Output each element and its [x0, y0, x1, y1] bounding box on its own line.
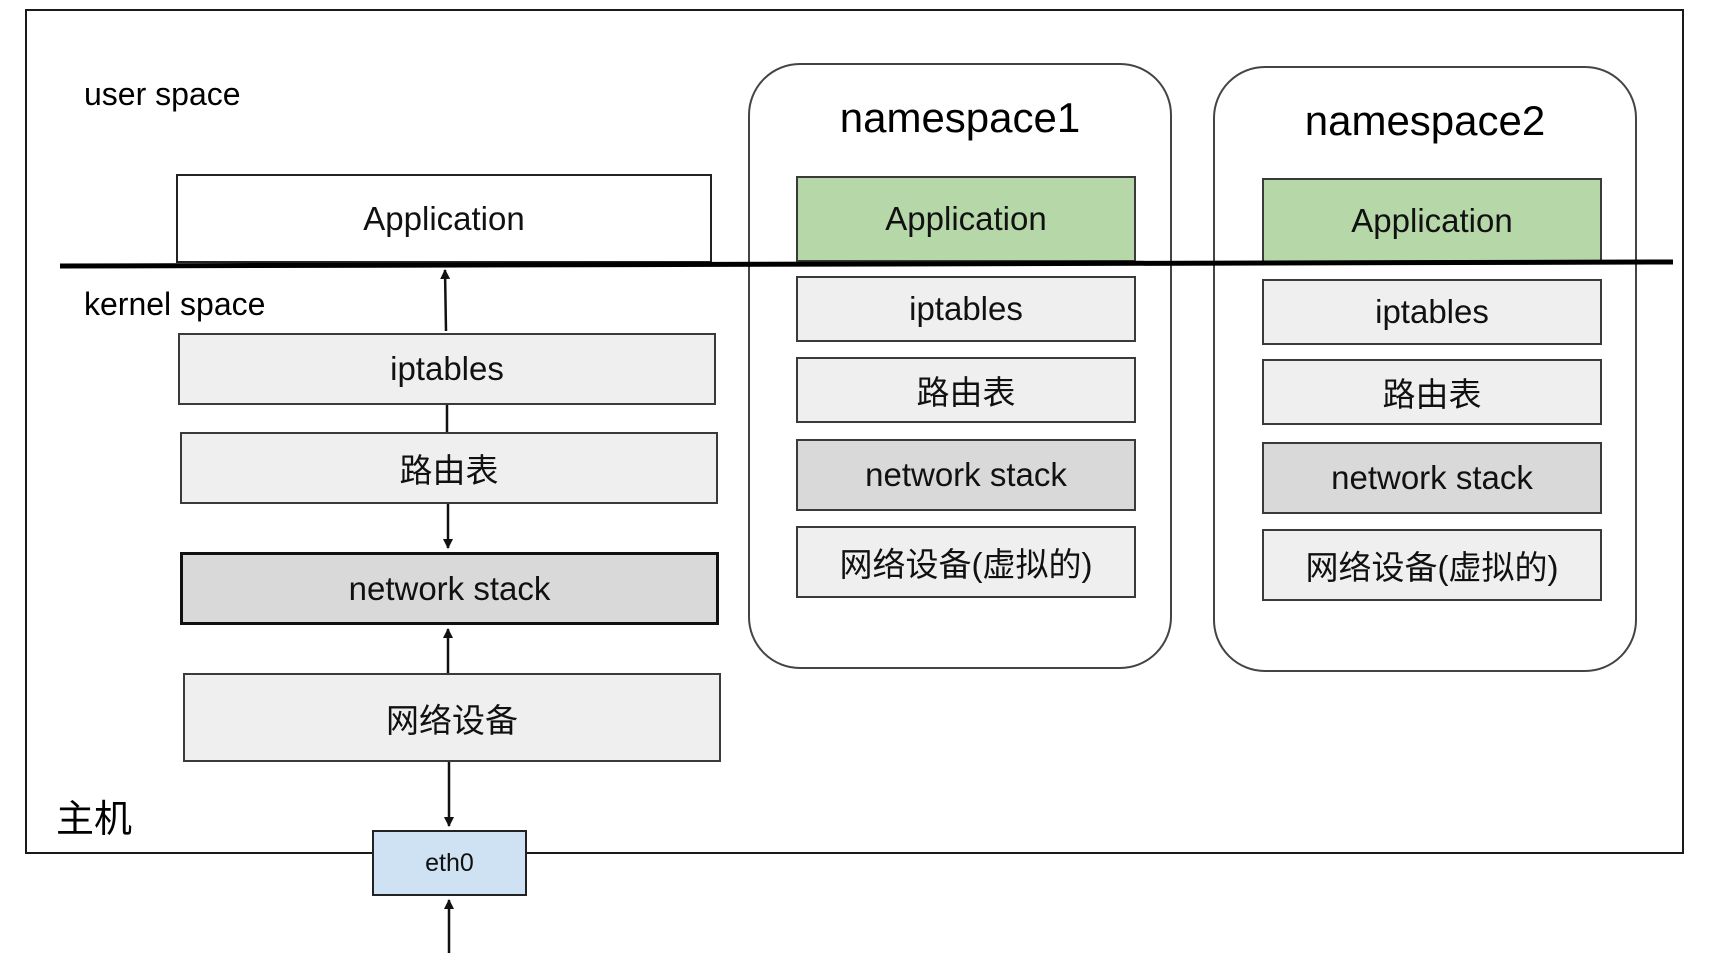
- namespace2-network-device-box: 网络设备(虚拟的): [1262, 529, 1602, 601]
- host-routing-table-box: 路由表: [180, 432, 718, 504]
- host-iptables-box: iptables: [178, 333, 716, 405]
- namespace2-network-stack-box: network stack: [1262, 442, 1602, 514]
- eth0-box: eth0: [372, 830, 527, 896]
- user-kernel-boundary-line: [59, 259, 1674, 269]
- host-network-device-box: 网络设备: [183, 673, 721, 762]
- namespace1-title: namespace1: [839, 94, 1081, 141]
- namespace1-frame: [748, 63, 1172, 669]
- host-application-box: Application: [176, 174, 712, 263]
- kernel-space-label: kernel space: [84, 286, 266, 322]
- namespace2-application-box: Application: [1262, 178, 1602, 264]
- host-frame: [25, 9, 1684, 854]
- namespace1-routing-table-box: 路由表: [796, 357, 1136, 423]
- namespace1-network-device-box: 网络设备(虚拟的): [796, 526, 1136, 598]
- namespace1-network-stack-box: network stack: [796, 439, 1136, 511]
- host-network-stack-box: network stack: [180, 552, 719, 625]
- arrow-iptables-to-application: [440, 269, 451, 332]
- namespace1-application-box: Application: [796, 176, 1136, 262]
- namespace1-iptables-box: iptables: [796, 276, 1136, 342]
- host-label: 主机: [56, 799, 133, 841]
- namespace2-frame: [1213, 66, 1637, 672]
- namespace2-routing-table-box: 路由表: [1262, 359, 1602, 425]
- namespace2-title: namespace2: [1304, 97, 1546, 144]
- namespace2-iptables-box: iptables: [1262, 279, 1602, 345]
- user-space-label: user space: [84, 76, 241, 112]
